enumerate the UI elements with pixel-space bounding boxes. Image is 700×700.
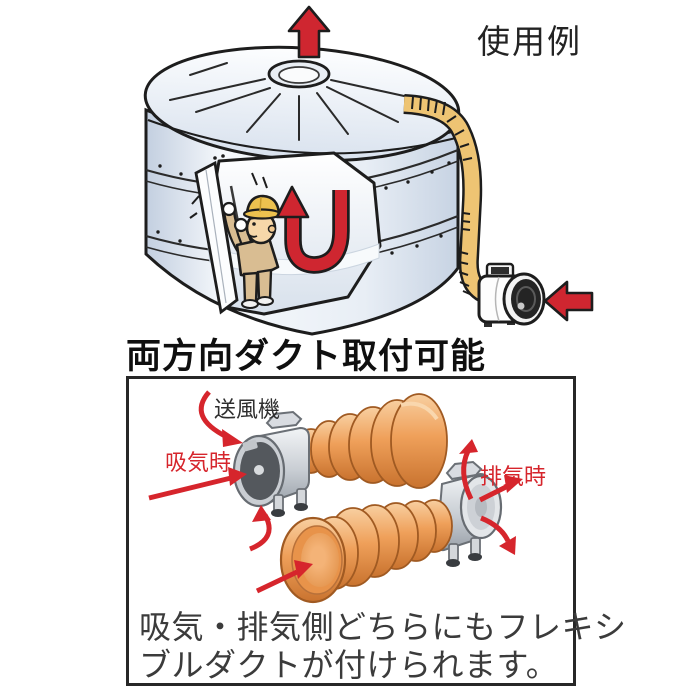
duct-diagram-box: 送風機 吸気時 排気時 吸気・排気側どちらにもフレキシ ブルダクトが付けられます… bbox=[126, 376, 626, 686]
intake-airflow-arrows bbox=[148, 390, 272, 552]
duct-diagram bbox=[148, 390, 523, 604]
caption-line-2: ブルダクトが付けられます。 bbox=[139, 647, 559, 683]
exhaust-duct bbox=[279, 499, 453, 604]
intake-duct bbox=[295, 393, 448, 489]
tank-manhole bbox=[267, 59, 331, 89]
intake-blower bbox=[232, 410, 310, 517]
usage-example-title: 使用例 bbox=[477, 23, 582, 60]
box-caption: 吸気・排気側どちらにもフレキシ ブルダクトが付けられます。 bbox=[139, 608, 627, 684]
airflow-u-arrow bbox=[275, 185, 350, 274]
bell-intake-arrow bbox=[255, 569, 299, 594]
page-heading: 両方向ダクト取付可能 bbox=[126, 337, 487, 376]
bell-mouth bbox=[279, 516, 347, 604]
intake-label: 吸気時 bbox=[165, 450, 232, 475]
intake-left-arrow bbox=[543, 280, 594, 322]
duct-ribs bbox=[411, 96, 473, 296]
hatch-panel bbox=[189, 154, 268, 315]
tank-usage-illustration bbox=[143, 5, 594, 336]
blower-label: 送風機 bbox=[214, 397, 281, 422]
blower-unit bbox=[477, 262, 594, 327]
fan-face bbox=[502, 272, 546, 326]
exhaust-airflow-arrows bbox=[255, 439, 523, 594]
tank-cutaway-opening bbox=[189, 151, 382, 316]
exhaust-label: 排気時 bbox=[480, 464, 547, 489]
exhaust-up-arrow bbox=[287, 5, 331, 59]
caption-line-1: 吸気・排気側どちらにもフレキシ bbox=[139, 609, 627, 645]
flexible-duct bbox=[403, 94, 500, 307]
